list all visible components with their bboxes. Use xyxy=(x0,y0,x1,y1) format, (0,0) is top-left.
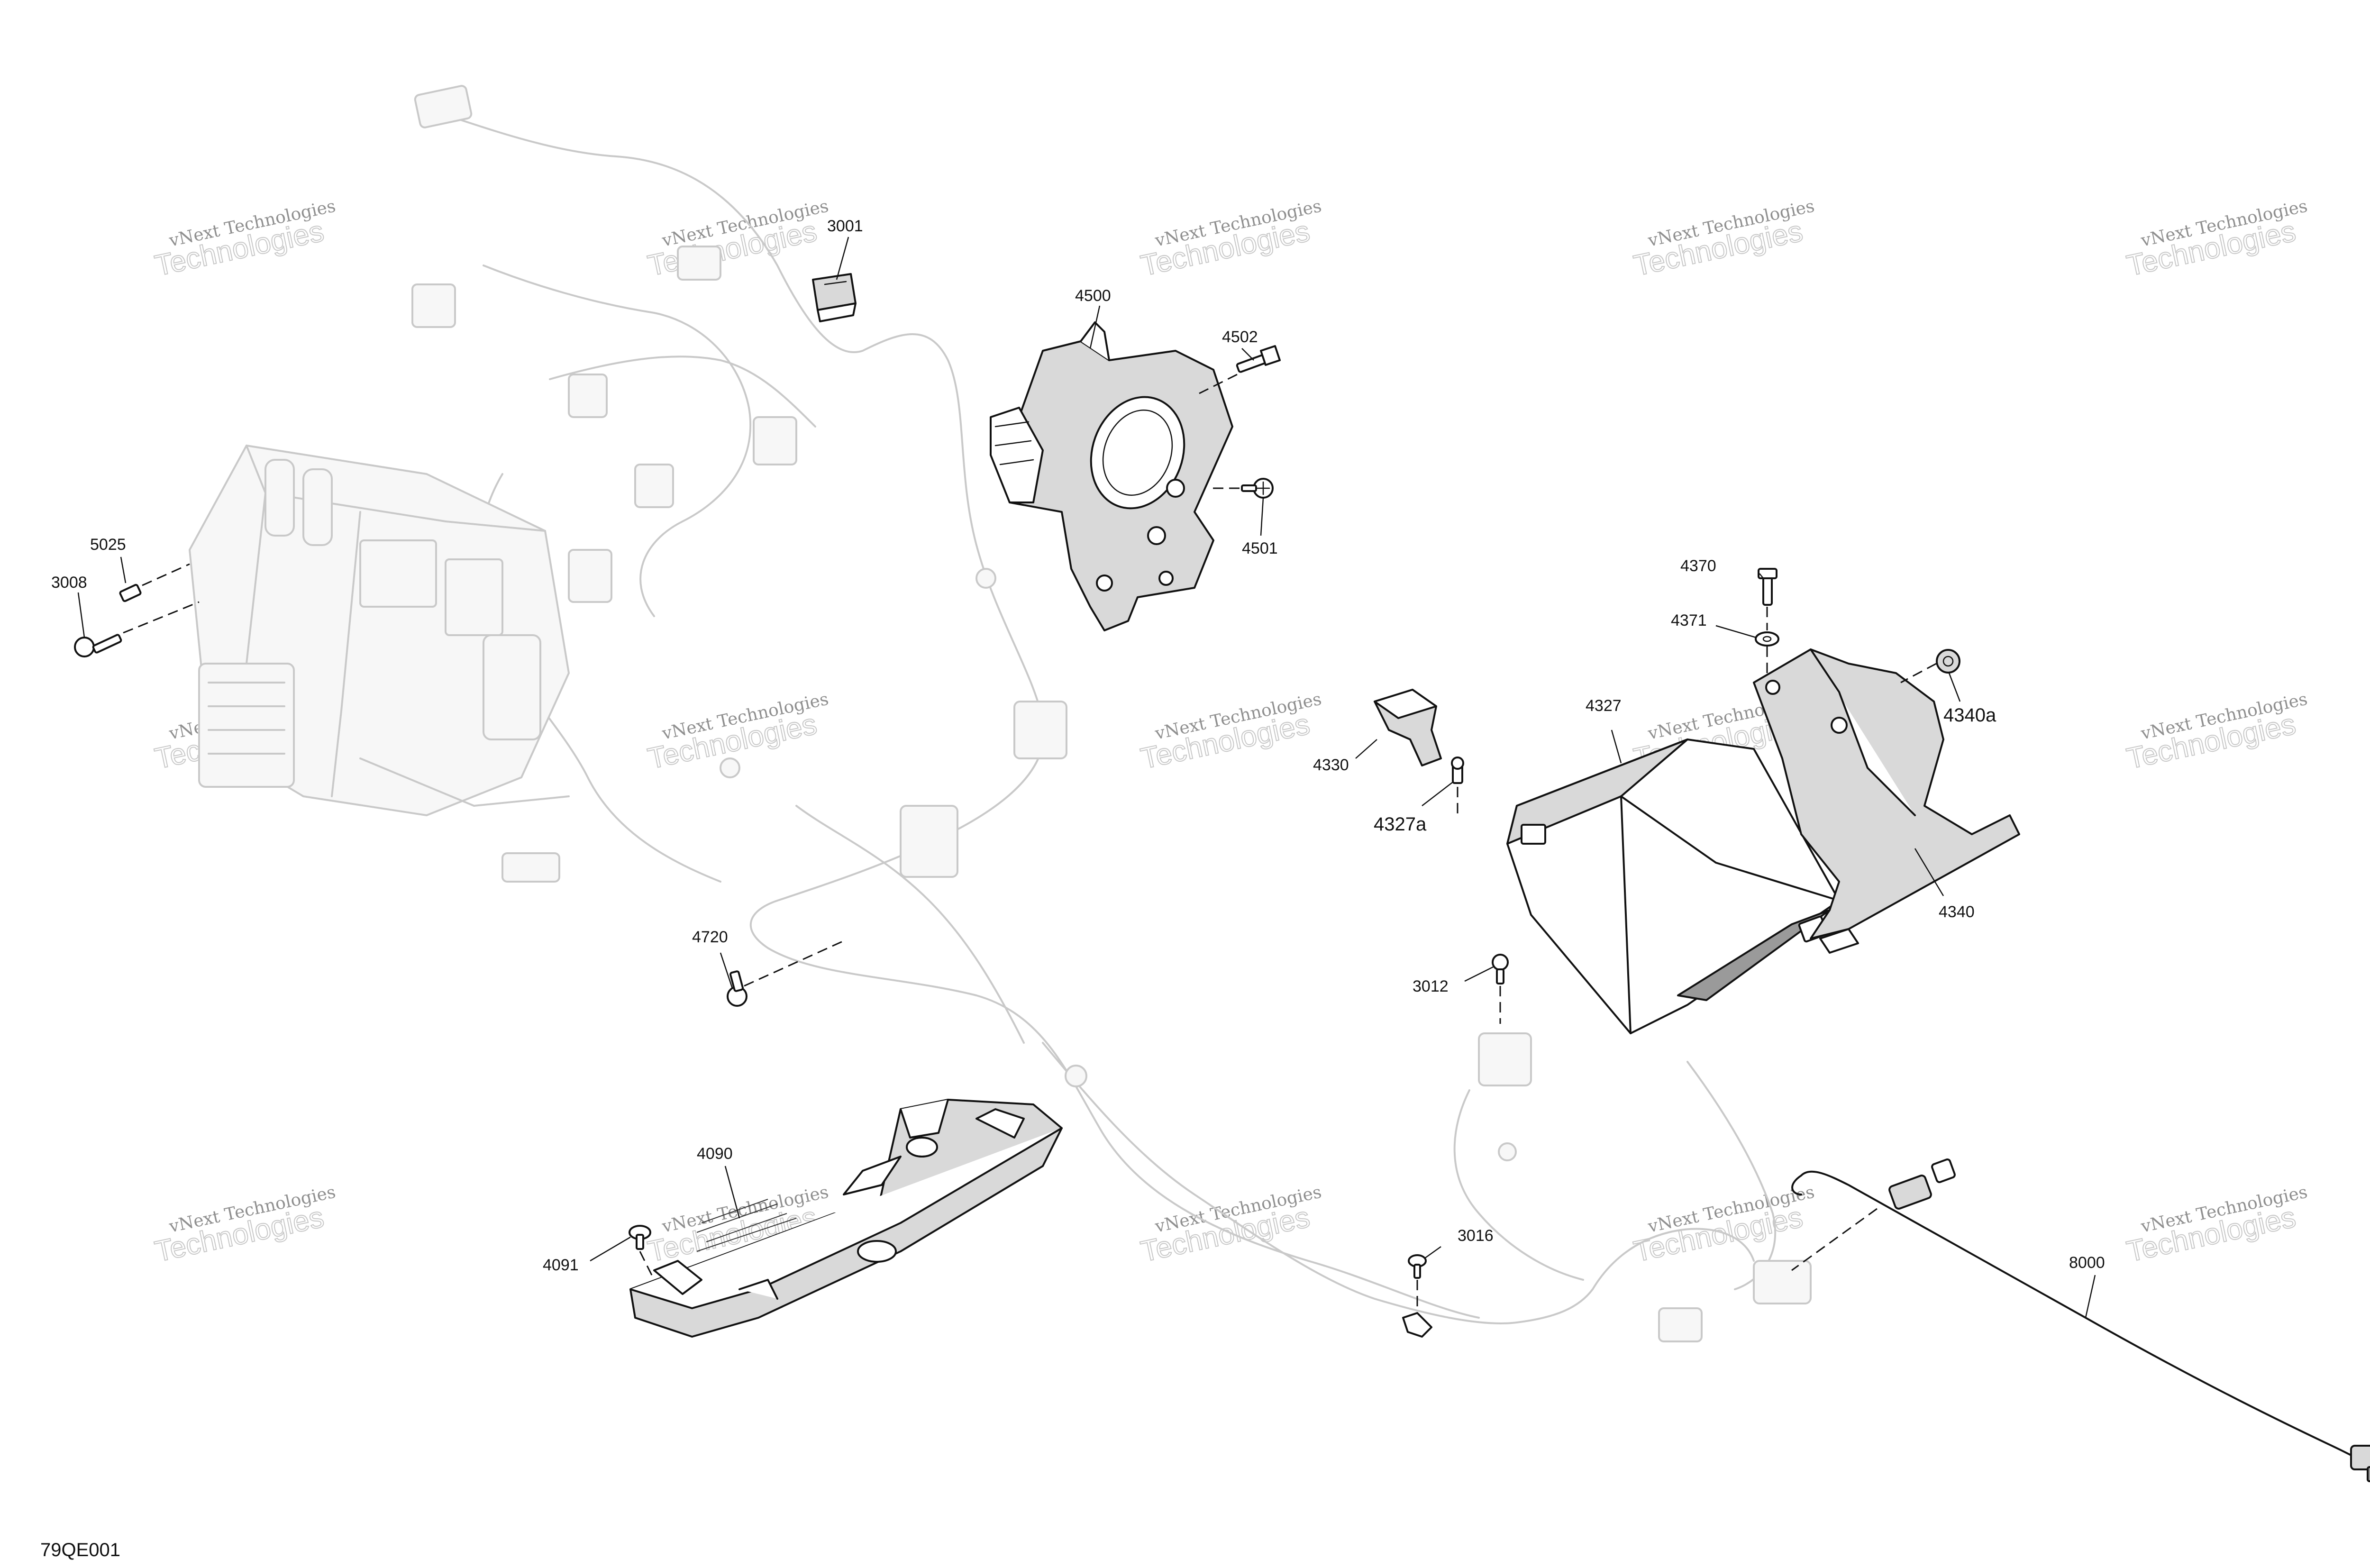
ghost-connector xyxy=(414,85,473,128)
ghost-clip xyxy=(720,757,740,778)
callout-4327: 4327 xyxy=(1586,697,1622,715)
callout-4502: 4502 xyxy=(1222,328,1258,346)
watermark: vNext Technologies Technologies xyxy=(152,1182,337,1268)
part-3001-connector xyxy=(812,273,857,322)
assembly-line xyxy=(1900,663,1937,684)
cable-connector xyxy=(1931,1158,1956,1183)
callout-labels: 3001 4500 4502 4501 5025 3008 4370 4371 … xyxy=(51,217,2105,1274)
part-4502-bolt xyxy=(1236,345,1281,373)
assembly-line xyxy=(1791,1208,1878,1271)
watermark: vNext Technologies Technologies xyxy=(152,196,337,283)
part-4090-holder xyxy=(629,1099,1063,1338)
watermark: vNext Technologies Technologies xyxy=(1631,196,1816,283)
callout-4340a: 4340a xyxy=(1943,705,1996,726)
cable-connector xyxy=(2350,1445,2370,1470)
callout-4090: 4090 xyxy=(697,1145,733,1163)
assembly-line xyxy=(142,563,190,586)
ghost-clip xyxy=(975,568,996,589)
ghost-harness-branch xyxy=(1042,1042,1755,1324)
cable-connector xyxy=(1888,1175,1932,1210)
part-4327-battery xyxy=(1506,738,1840,1034)
assembly-line xyxy=(639,1251,655,1280)
ghost-harness-branch xyxy=(1686,1061,1777,1290)
ghost-connector xyxy=(1478,1032,1532,1086)
part-4720-screw xyxy=(727,970,747,1007)
ghost-harness-branch xyxy=(483,264,752,617)
part-3012-screw xyxy=(1492,954,1509,985)
ghost-harness-main xyxy=(426,108,1480,1319)
part-4501-screw xyxy=(1241,478,1274,499)
callout-4340: 4340 xyxy=(1939,903,1975,921)
part-4371-washer xyxy=(1755,631,1779,647)
ghost-connector xyxy=(568,374,608,418)
cable-connector xyxy=(2367,1466,2370,1482)
callout-8000: 8000 xyxy=(2069,1254,2105,1272)
callout-4327a: 4327a xyxy=(1374,814,1427,835)
ghost-background-assembly xyxy=(189,85,1812,1342)
ghost-clip xyxy=(1498,1142,1517,1161)
part-4500-bracket xyxy=(990,321,1233,631)
assembly-line xyxy=(123,601,200,634)
callout-4330: 4330 xyxy=(1313,756,1349,774)
callout-3001: 3001 xyxy=(827,217,863,235)
assembly-line xyxy=(1199,374,1238,394)
ghost-electrical-box xyxy=(189,445,570,816)
ghost-connector xyxy=(900,805,958,878)
clamp xyxy=(1402,1312,1432,1338)
ghost-harness-branch xyxy=(1453,1089,1584,1281)
ghost-connector xyxy=(1013,701,1067,759)
part-4340a-nut xyxy=(1936,649,1960,674)
ghost-harness-branch xyxy=(549,356,816,428)
callout-4091: 4091 xyxy=(543,1256,579,1274)
ghost-connector xyxy=(677,246,721,281)
hatched-zone xyxy=(696,1199,797,1252)
ghost-connector xyxy=(1658,1307,1703,1342)
part-4330-cover xyxy=(1374,689,1442,766)
callout-4370: 4370 xyxy=(1680,557,1716,575)
watermark: vNext Technologies Technologies xyxy=(1138,1182,1323,1268)
callout-4500: 4500 xyxy=(1075,287,1111,305)
ghost-connector xyxy=(634,464,674,508)
part-4327a-bolt xyxy=(1451,757,1464,784)
ghost-connector xyxy=(753,416,797,465)
watermark: vNext Technologies Technologies xyxy=(645,689,830,775)
callout-5025: 5025 xyxy=(90,536,126,554)
ghost-clip xyxy=(1065,1065,1087,1087)
bracket-opening xyxy=(1090,396,1185,510)
callout-4501: 4501 xyxy=(1242,539,1278,557)
assembly-line xyxy=(744,940,844,987)
watermark: vNext Technologies Technologies xyxy=(1138,689,1323,775)
callout-3012: 3012 xyxy=(1413,977,1449,995)
callout-3016: 3016 xyxy=(1458,1227,1494,1245)
part-8000-cable xyxy=(1791,1158,2370,1482)
watermark: vNext Technologies Technologies xyxy=(645,196,830,283)
watermark: vNext Technologies Technologies xyxy=(2124,1182,2309,1268)
part-4340-tray xyxy=(1753,648,2020,954)
watermark: vNext Technologies Technologies xyxy=(1138,196,1323,283)
part-4091-pin xyxy=(629,1225,651,1250)
callout-3008: 3008 xyxy=(51,574,87,592)
ghost-harness-branch xyxy=(795,805,1025,1044)
ghost-connector xyxy=(568,549,612,603)
callout-4720: 4720 xyxy=(692,928,728,946)
part-5025-bolt xyxy=(119,583,142,602)
callout-4371: 4371 xyxy=(1671,611,1707,629)
watermark: vNext Technologies Technologies xyxy=(1631,1182,1816,1268)
figure-code: 79QE001 xyxy=(40,1540,120,1560)
part-4370-bolt xyxy=(1758,568,1778,606)
part-3008-screw xyxy=(74,634,122,657)
leader-lines xyxy=(77,237,2096,1318)
ghost-connector xyxy=(1753,1260,1812,1304)
ghost-connector xyxy=(411,283,456,328)
watermark: vNext Technologies Technologies xyxy=(2124,196,2309,283)
watermark: vNext Technologies Technologies xyxy=(2124,689,2309,775)
ghost-connector xyxy=(501,852,560,883)
part-3016-screw xyxy=(1408,1254,1427,1279)
